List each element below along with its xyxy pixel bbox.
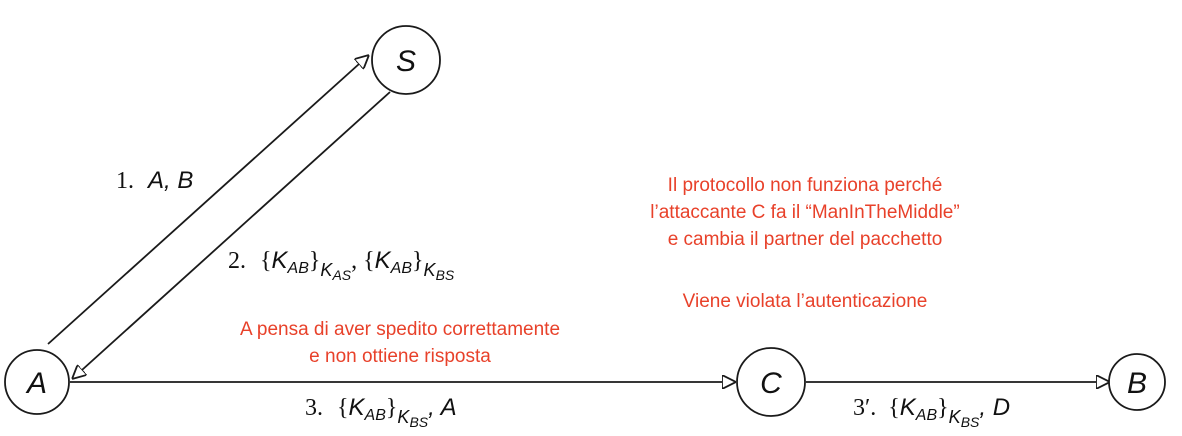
message-2: 2. {KAB}KAS, {KAB}KBS bbox=[228, 247, 455, 283]
authentication-violation-note: Viene violata l’autenticazione bbox=[682, 291, 928, 312]
message-2-enc2-sub: BS bbox=[436, 267, 455, 283]
message-3-tail: , A bbox=[428, 394, 456, 421]
message-3-prime-key-sub: AB bbox=[915, 407, 938, 424]
mitm-note-line-1: Il protocollo non funziona perché bbox=[667, 175, 943, 196]
node-c-label: C bbox=[760, 367, 782, 400]
message-3-prime-enc-sub: BS bbox=[961, 414, 980, 430]
message-3: 3. {KAB}KBS, A bbox=[305, 394, 457, 430]
message-3-enc-sub: BS bbox=[409, 414, 428, 430]
a-belief-line-2: e non ottiene risposta bbox=[309, 346, 491, 367]
message-3-number: 3. bbox=[305, 395, 323, 421]
message-2-key2: K bbox=[375, 247, 392, 274]
arrow-s-to-a bbox=[72, 91, 391, 379]
message-2-enc1: K bbox=[320, 260, 333, 280]
node-c: C bbox=[736, 347, 806, 417]
message-1-body: A, B bbox=[146, 167, 193, 194]
message-3-prime-key: K bbox=[900, 394, 917, 421]
node-b-label: B bbox=[1127, 367, 1147, 400]
message-3-prime-enc: K bbox=[949, 407, 962, 427]
message-2-enc2: K bbox=[424, 260, 437, 280]
message-2-separator: , bbox=[351, 248, 363, 274]
message-3-prime: 3′. {KAB}KBS, D bbox=[853, 394, 1010, 430]
message-3-enc: K bbox=[397, 407, 410, 427]
node-s: S bbox=[371, 25, 441, 95]
message-2-key1-sub: AB bbox=[287, 260, 310, 277]
mitm-note-line-3: e cambia il partner del pacchetto bbox=[667, 229, 943, 250]
message-3-prime-tail: , D bbox=[979, 394, 1010, 421]
mitm-note-line-2: l’attaccante C fa il “ManInTheMiddle” bbox=[650, 202, 960, 223]
arrow-a-to-s bbox=[47, 55, 369, 345]
message-2-number: 2. bbox=[228, 248, 246, 274]
a-belief-note: A pensa di aver spedito correttamente e … bbox=[180, 316, 620, 370]
node-b: B bbox=[1108, 353, 1166, 411]
message-1-number: 1. bbox=[116, 168, 134, 194]
node-a: A bbox=[4, 349, 70, 415]
node-s-label: S bbox=[396, 45, 416, 78]
message-1: 1. A, B bbox=[116, 167, 193, 194]
mitm-explanation-note: Il protocollo non funziona perché l’atta… bbox=[600, 172, 1010, 253]
message-2-enc1-sub: AS bbox=[331, 267, 351, 283]
message-3-key: K bbox=[349, 394, 366, 421]
message-3-prime-number: 3′. bbox=[853, 395, 876, 421]
message-2-key1: K bbox=[272, 247, 289, 274]
node-a-label: A bbox=[25, 367, 47, 400]
message-2-key2-sub: AB bbox=[390, 260, 413, 277]
a-belief-line-1: A pensa di aver spedito correttamente bbox=[239, 319, 561, 340]
message-3-key-sub: AB bbox=[364, 407, 387, 424]
